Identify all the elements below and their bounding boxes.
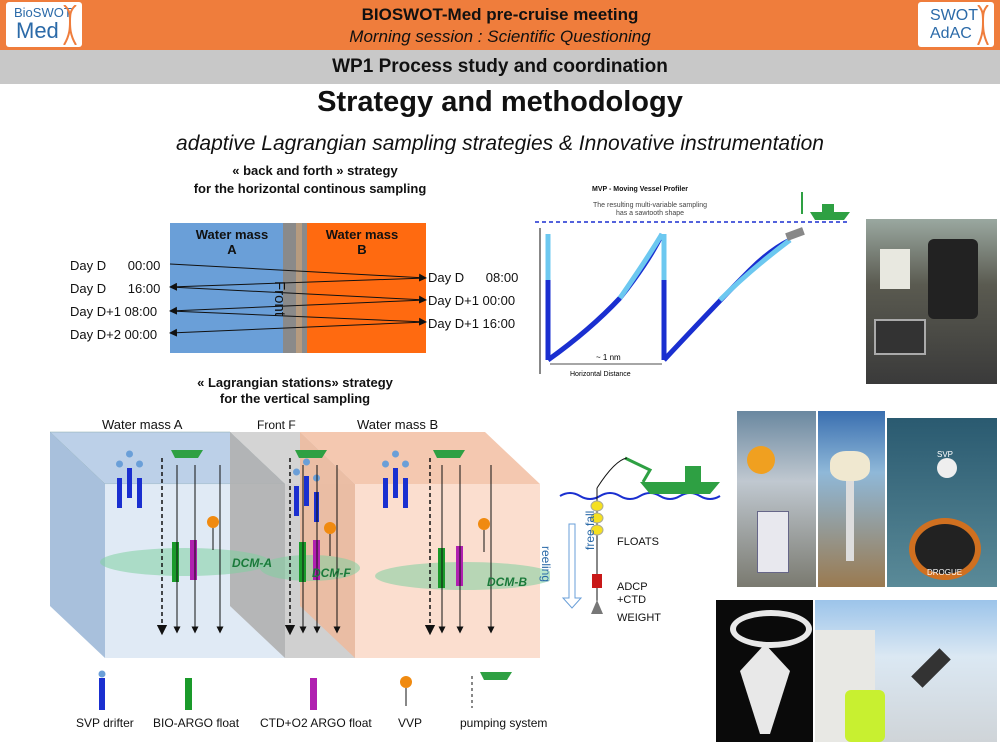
session-title: Morning session : Scientific Questioning: [349, 27, 651, 46]
legend-icons: [98, 670, 512, 710]
adcp-label-1: ADCP: [617, 581, 648, 593]
helix-icon: [63, 5, 77, 45]
work-package-bar: WP1 Process study and coordination: [0, 50, 1000, 84]
mvp-xlabel: Horizontal Distance: [570, 371, 631, 378]
water-mass-b-caption: Water mass B: [357, 417, 439, 432]
mvp-distance: ~ 1 nm: [596, 353, 621, 362]
water-mass-b-label: Water mass B: [325, 227, 399, 257]
lagrangian-stations-diagram: [49, 431, 550, 658]
svp-drifter-photo: SVP DROGUE: [887, 418, 997, 587]
right-time-1: Day D 08:00: [428, 270, 519, 285]
dcm-b-label: DCM-B: [487, 575, 527, 589]
left-time-2: Day D 16:00: [70, 281, 161, 296]
horizontal-heading-2: for the horizontal continous sampling: [193, 181, 427, 196]
dcm-f-label: DCM-F: [312, 566, 351, 580]
swot-adac-logo: SWOT AdAC: [918, 2, 994, 47]
mvp-note-2: has a sawtooth shape: [615, 210, 685, 217]
mvp-lab-photo: [866, 219, 997, 384]
free-fall-label: free fall: [583, 510, 597, 550]
bioswot-med-logo: BioSWOT Med: [6, 2, 82, 47]
meeting-title: BIOSWOT-Med pre-cruise meeting: [361, 5, 639, 24]
instrument-frame-photo: [737, 411, 816, 587]
logo-right-bottom-text: AdAC: [930, 25, 972, 42]
left-time-3: Day D+1 08:00: [70, 304, 158, 319]
slide-subtitle: adaptive Lagrangian sampling strategies …: [176, 132, 824, 154]
horizontal-heading-1: « back and forth » strategy: [232, 163, 398, 178]
left-time-4: Day D+2 00:00: [70, 327, 158, 342]
adcp-label-2: +CTD: [617, 594, 647, 606]
logo-left-top-text: BioSWOT: [14, 5, 72, 20]
helix-icon-right: [977, 5, 989, 45]
water-mass-a-caption: Water mass A: [102, 417, 183, 432]
front-band: [283, 223, 307, 353]
drogue-model-photo: [716, 600, 813, 742]
floats-label: FLOATS: [617, 536, 659, 548]
water-mass-b-region: [292, 223, 426, 353]
water-mass-a-label: Water mass A: [195, 227, 269, 257]
left-time-1: Day D 00:00: [70, 258, 161, 273]
slide-title: Strategy and methodology: [317, 86, 683, 118]
drogue-photo-label: DROGUE: [927, 568, 963, 577]
legend-svp-drifter: SVP drifter: [76, 716, 134, 730]
front-label: Front: [271, 280, 289, 317]
front-f-caption: Front F: [257, 418, 296, 432]
legend-bio-argo: BIO-ARGO float: [153, 716, 240, 730]
dcm-a-label: DCM-A: [232, 556, 272, 570]
mooring-diagram: [559, 456, 721, 614]
float-deck-photo: [818, 411, 885, 587]
vertical-heading-2: for the vertical sampling: [219, 391, 371, 406]
header-bar: BioSWOT Med BIOSWOT-Med pre-cruise meeti…: [0, 0, 1000, 50]
vertical-heading-1: « Lagrangian stations» strategy: [197, 375, 393, 390]
logo-left-bottom-text: Med: [16, 18, 59, 43]
svp-photo-label: SVP: [937, 450, 954, 459]
mvp-sawtooth-diagram: ~ 1 nm Horizontal Distance: [535, 192, 850, 378]
right-time-2: Day D+1 00:00: [428, 293, 516, 308]
legend-ctd-argo: CTD+O2 ARGO float: [260, 716, 372, 730]
back-and-forth-diagram: [169, 223, 427, 353]
deployment-photo: [815, 600, 997, 742]
legend-vvp: VVP: [398, 716, 423, 730]
logo-right-top-text: SWOT: [930, 7, 978, 24]
right-time-3: Day D+1 16:00: [428, 316, 516, 331]
reeling-label: reeling: [539, 546, 553, 583]
mvp-note-1: The resulting multi-variable sampling: [593, 202, 707, 209]
mvp-title: MVP - Moving Vessel Profiler: [592, 186, 688, 193]
legend-pumping-system: pumping system: [460, 716, 548, 730]
weight-label: WEIGHT: [617, 612, 661, 624]
